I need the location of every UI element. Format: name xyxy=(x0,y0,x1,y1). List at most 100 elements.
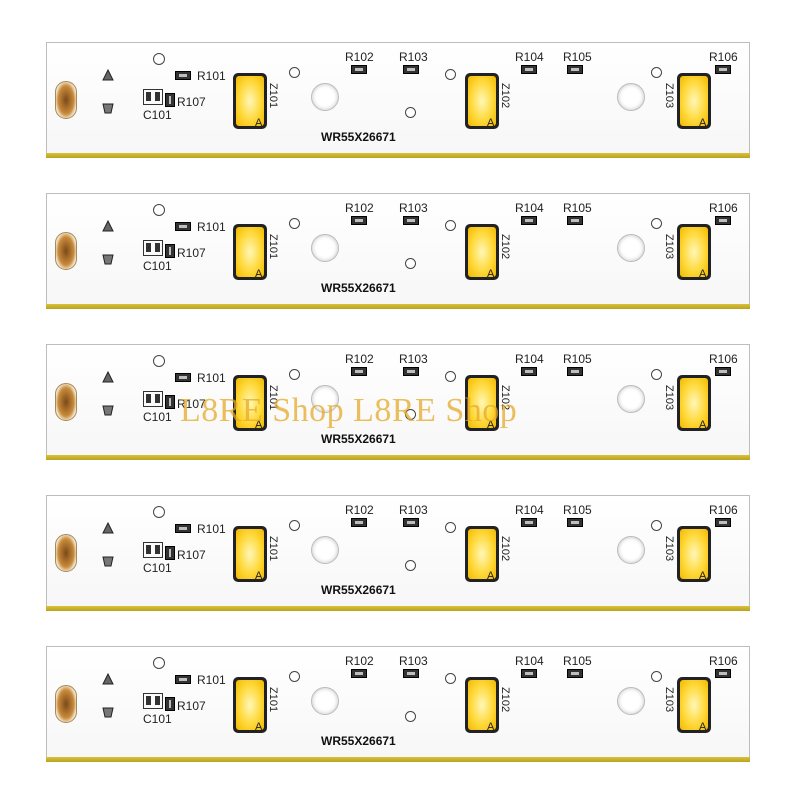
watermark-text: L8RE Shop L8RE Shop xyxy=(180,392,518,429)
mounting-hole xyxy=(311,687,339,715)
screw-icon xyxy=(102,103,114,114)
label-c101: C101 xyxy=(143,108,172,122)
label-r104: R104 xyxy=(515,352,544,366)
mounting-hole xyxy=(617,83,645,111)
label-z103: Z103 xyxy=(663,234,675,260)
screw-icon xyxy=(102,254,114,265)
via-hole xyxy=(289,67,300,78)
mounting-hole xyxy=(311,234,339,262)
resistor-r104 xyxy=(521,367,537,376)
led-board: R101 C101 R107 Z101 A R102 R103 Z102 A R… xyxy=(46,344,750,460)
mounting-hole xyxy=(311,385,339,413)
mounting-hole xyxy=(617,536,645,564)
resistor-r101 xyxy=(175,373,191,382)
label-r103: R103 xyxy=(399,50,428,64)
label-z102: Z102 xyxy=(499,536,511,562)
label-r103: R103 xyxy=(399,503,428,517)
resistor-r107 xyxy=(165,395,175,409)
resistor-r102 xyxy=(351,367,367,376)
resistor-r105 xyxy=(567,367,583,376)
label-r102: R102 xyxy=(345,201,374,215)
part-number: WR55X26671 xyxy=(321,583,396,597)
resistor-r105 xyxy=(567,65,583,74)
mounting-hole xyxy=(311,83,339,111)
resistor-r107 xyxy=(165,697,175,711)
via-hole xyxy=(153,355,165,367)
label-z101: Z101 xyxy=(267,83,279,109)
label-z103: Z103 xyxy=(663,83,675,109)
capacitor-c101 xyxy=(143,240,163,256)
label-c101: C101 xyxy=(143,561,172,575)
label-r101: R101 xyxy=(197,220,226,234)
via-hole xyxy=(405,711,416,722)
via-hole xyxy=(445,371,456,382)
led-z102 xyxy=(465,73,499,129)
resistor-r105 xyxy=(567,669,583,678)
label-r105: R105 xyxy=(563,654,592,668)
via-hole xyxy=(289,369,300,380)
anode-mark: A xyxy=(487,268,495,280)
led-z102 xyxy=(465,375,499,431)
mounting-slot xyxy=(55,534,77,572)
screw-icon xyxy=(102,69,114,81)
via-hole xyxy=(405,409,416,420)
anode-mark: A xyxy=(699,117,707,129)
anode-mark: A xyxy=(255,117,263,129)
label-r103: R103 xyxy=(399,201,428,215)
label-r104: R104 xyxy=(515,201,544,215)
label-z103: Z103 xyxy=(663,687,675,713)
anode-mark: A xyxy=(487,570,495,582)
screw-icon xyxy=(102,707,114,718)
screw-icon xyxy=(102,405,114,416)
label-c101: C101 xyxy=(143,712,172,726)
label-r107: R107 xyxy=(177,246,206,260)
via-hole xyxy=(445,220,456,231)
capacitor-c101 xyxy=(143,89,163,105)
resistor-r107 xyxy=(165,244,175,258)
label-r107: R107 xyxy=(177,699,206,713)
led-z101 xyxy=(233,73,267,129)
label-r105: R105 xyxy=(563,503,592,517)
via-hole xyxy=(289,671,300,682)
resistor-r104 xyxy=(521,669,537,678)
label-c101: C101 xyxy=(143,410,172,424)
anode-mark: A xyxy=(487,721,495,733)
resistor-r106 xyxy=(715,367,731,376)
part-number: WR55X26671 xyxy=(321,734,396,748)
label-r107: R107 xyxy=(177,548,206,562)
label-r107: R107 xyxy=(177,95,206,109)
via-hole xyxy=(405,560,416,571)
anode-mark: A xyxy=(255,268,263,280)
led-board: R101 C101 R107 Z101 A R102 R103 Z102 A R… xyxy=(46,495,750,611)
led-z103 xyxy=(677,526,711,582)
led-z102 xyxy=(465,224,499,280)
label-r104: R104 xyxy=(515,503,544,517)
resistor-r104 xyxy=(521,518,537,527)
via-hole xyxy=(651,218,662,229)
led-z103 xyxy=(677,677,711,733)
resistor-r106 xyxy=(715,669,731,678)
resistor-r101 xyxy=(175,524,191,533)
screw-icon xyxy=(102,220,114,232)
screw-icon xyxy=(102,371,114,383)
screw-icon xyxy=(102,673,114,685)
anode-mark: A xyxy=(487,117,495,129)
anode-mark: A xyxy=(255,570,263,582)
label-z102: Z102 xyxy=(499,83,511,109)
resistor-r107 xyxy=(165,93,175,107)
mounting-slot xyxy=(55,685,77,723)
label-r102: R102 xyxy=(345,352,374,366)
resistor-r103 xyxy=(403,367,419,376)
led-z101 xyxy=(233,224,267,280)
led-board: R101 C101 R107 Z101 A R102 R103 Z102 A R… xyxy=(46,193,750,309)
via-hole xyxy=(405,107,416,118)
anode-mark: A xyxy=(487,419,495,431)
led-z101 xyxy=(233,375,267,431)
anode-mark: A xyxy=(699,570,707,582)
label-r102: R102 xyxy=(345,654,374,668)
label-z103: Z103 xyxy=(663,536,675,562)
label-r103: R103 xyxy=(399,654,428,668)
led-z101 xyxy=(233,526,267,582)
label-r104: R104 xyxy=(515,654,544,668)
part-number: WR55X26671 xyxy=(321,432,396,446)
